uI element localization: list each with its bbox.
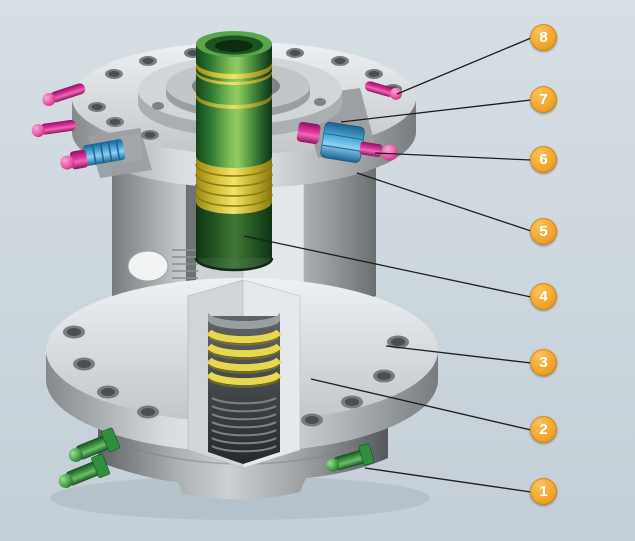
casing-hanger-mandrel bbox=[194, 31, 274, 272]
leader-lines bbox=[243, 37, 532, 493]
hanger-yellow-band bbox=[196, 156, 272, 214]
cutaway-section bbox=[187, 279, 301, 469]
internal-threads bbox=[211, 397, 277, 453]
lock-screw-right bbox=[296, 121, 398, 163]
grease-fitting-bottom-left bbox=[58, 427, 120, 488]
flange-bolt-holes-top bbox=[88, 45, 402, 149]
lock-screw-left bbox=[60, 134, 144, 170]
grease-fitting-bottom-right bbox=[326, 443, 375, 472]
seal-rings bbox=[206, 329, 282, 388]
thread-hatch bbox=[172, 249, 198, 279]
flange-bolt-holes bbox=[63, 325, 409, 427]
mandrel-bore bbox=[215, 40, 253, 52]
stud-bolt-left-upper bbox=[42, 83, 86, 107]
stud-bolt-left-lower bbox=[31, 119, 76, 138]
stud-bolt-right bbox=[364, 81, 402, 100]
